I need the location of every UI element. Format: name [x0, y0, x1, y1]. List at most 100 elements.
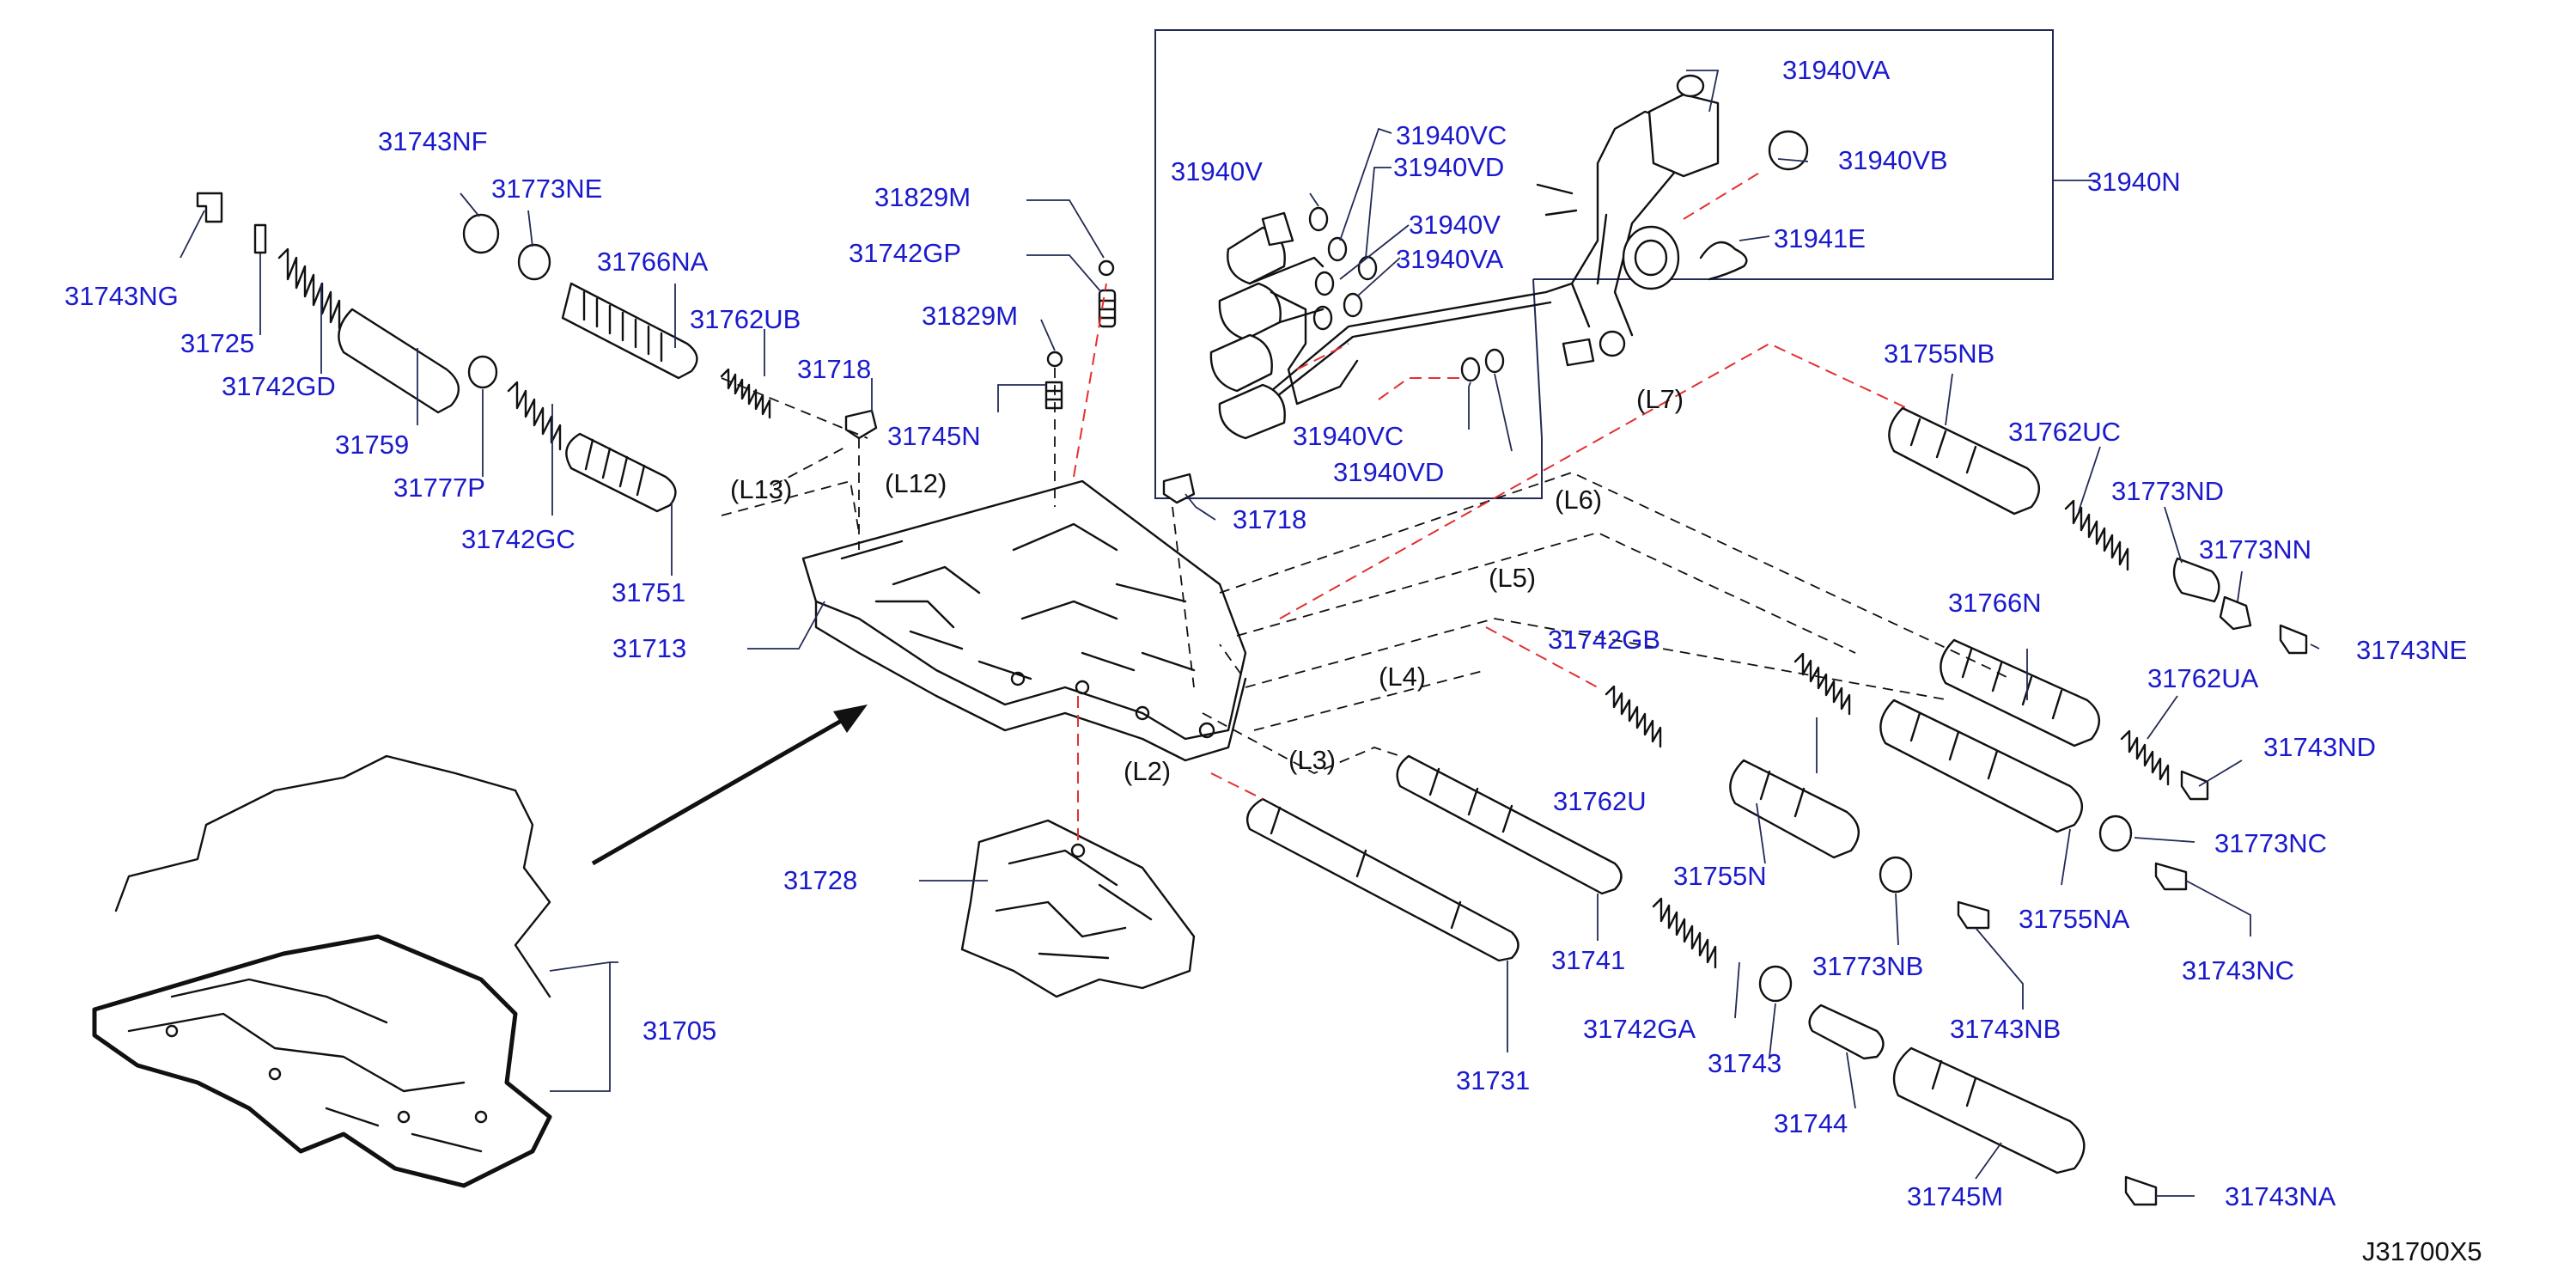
part-label-31725: 31725: [180, 328, 254, 358]
part-label-31762UB: 31762UB: [690, 304, 801, 334]
part-label-31773NC: 31773NC: [2214, 828, 2327, 858]
part-label-31940VD-top: 31940VD: [1393, 152, 1504, 182]
part-label-31751: 31751: [612, 577, 685, 607]
line-label-l2: (L2): [1124, 756, 1171, 786]
hidden-lines-black: [721, 368, 2011, 774]
part-label-31940VA-mid: 31940VA: [1396, 244, 1504, 274]
valve-31731: [1245, 797, 1519, 962]
part-label-31743NC: 31743NC: [2182, 955, 2294, 985]
o-ring-31940VD-bot: [1460, 357, 1481, 382]
solenoid-assembly-box: [1154, 29, 2054, 499]
part-label-31731: 31731: [1456, 1065, 1530, 1095]
pin-31725: [253, 223, 267, 254]
valve-31741: [1396, 754, 1623, 895]
part-label-31713: 31713: [612, 633, 686, 663]
part-label-31755N: 31755N: [1673, 861, 1767, 891]
part-label-31762U: 31762U: [1553, 786, 1647, 816]
spring-31742GB: [1605, 685, 1662, 748]
check-ball-31718-a: [844, 409, 878, 440]
part-label-31744: 31744: [1774, 1108, 1848, 1138]
spring-31762UA: [2120, 729, 2170, 786]
part-number-labels: 31743NF 31773NE 31743NG 31725 31766NA 31…: [64, 55, 2467, 1211]
part-label-31743NF: 31743NF: [378, 126, 488, 156]
part-label-31941E: 31941E: [1774, 223, 1866, 253]
o-ring-31940VB: [1768, 130, 1809, 171]
plug-31743NF: [462, 213, 500, 254]
part-label-31762UA: 31762UA: [2147, 663, 2259, 693]
hidden-lines-red: [1073, 171, 1908, 846]
line-label-l7: (L7): [1636, 384, 1684, 414]
valve-31766NA: [561, 282, 698, 380]
part-label-31718-b: 31718: [1233, 504, 1306, 534]
part-label-31718-a: 31718: [797, 354, 871, 384]
part-label-31742GB: 31742GB: [1548, 625, 1660, 655]
part-label-31755NB: 31755NB: [1884, 339, 1994, 369]
part-label-31940VB: 31940VB: [1838, 145, 1948, 175]
ball-31829M-a: [1098, 259, 1115, 277]
part-label-31755NA: 31755NA: [2019, 904, 2130, 934]
o-ring-31940VC-bot: [1312, 305, 1333, 331]
plug-31773NB: [1879, 856, 1913, 894]
spring-31742GD: [277, 247, 341, 330]
valve-31766N: [1940, 638, 2100, 747]
line-label-l4: (L4): [1379, 662, 1426, 692]
spring-31742GC: [507, 381, 562, 451]
part-label-31777P: 31777P: [393, 473, 485, 503]
retainer-31743NG: [196, 192, 223, 223]
part-label-31742GD: 31742GD: [222, 371, 336, 401]
part-label-31940N: 31940N: [2087, 167, 2181, 197]
part-label-31728: 31728: [783, 865, 857, 895]
retainer-31743NE: [2279, 624, 2308, 655]
part-label-31705: 31705: [642, 1016, 716, 1046]
retainer-31743NA: [2124, 1175, 2158, 1206]
part-label-31773ND: 31773ND: [2111, 476, 2224, 506]
valve-31755NA: [1879, 699, 2083, 833]
part-label-31743: 31743: [1708, 1048, 1781, 1078]
clip-31941E: [1699, 241, 1748, 281]
spring-31762UC: [2064, 499, 2129, 571]
part-label-31743NB: 31743NB: [1950, 1014, 2061, 1044]
plug-31744: [1808, 1004, 1885, 1060]
valve-body-upper: [801, 479, 1247, 762]
part-label-31940VC-bot: 31940VC: [1293, 421, 1404, 451]
part-label-31940VC-top: 31940VC: [1396, 120, 1507, 150]
line-label-l12: (L12): [885, 468, 947, 498]
leader-lines: [180, 70, 2320, 1197]
valve-31755N: [1729, 759, 1860, 859]
part-label-31745M: 31745M: [1907, 1181, 2003, 1211]
part-label-31743NG: 31743NG: [64, 281, 179, 311]
part-label-31743ND: 31743ND: [2263, 732, 2376, 762]
part-label-31741: 31741: [1551, 945, 1625, 975]
retainer-31743NC: [2154, 862, 2188, 891]
part-label-31759: 31759: [335, 430, 409, 460]
part-label-31742GC: 31742GC: [461, 524, 575, 554]
part-label-31743NA: 31743NA: [2225, 1181, 2336, 1211]
part-label-31745N: 31745N: [887, 421, 981, 451]
part-label-31940VA-top: 31940VA: [1782, 55, 1891, 85]
spring-31762UB: [720, 368, 771, 419]
spring-31762U: [1793, 652, 1851, 716]
o-ring-31940V-mid: [1314, 271, 1335, 296]
valve-31751: [565, 432, 677, 513]
plug-31773ND: [2172, 557, 2220, 603]
assembly-arrow: [591, 705, 868, 866]
o-ring-31940V: [1308, 206, 1329, 232]
line-labels: (L2) (L3) (L4) (L5) (L6) (L7) (L12) (L13…: [730, 384, 1684, 786]
part-label-31829M-a: 31829M: [874, 182, 971, 212]
separator-plate: [960, 819, 1196, 998]
valve-31745M: [1892, 1046, 2086, 1174]
valve-body-lower: [92, 754, 552, 1188]
spring-31742GP: [1098, 289, 1117, 328]
part-label-31743NE: 31743NE: [2356, 635, 2467, 665]
o-ring-31940VD-top: [1357, 255, 1378, 281]
part-label-31742GA: 31742GA: [1583, 1014, 1696, 1044]
retainer-31743NB: [1957, 900, 1990, 930]
part-label-31940VD-bot: 31940VD: [1333, 457, 1444, 487]
solenoid-valve-assembly: [1209, 74, 1809, 440]
part-label-31773NE: 31773NE: [491, 174, 602, 204]
part-label-31940V-left: 31940V: [1171, 156, 1263, 186]
plug-31773NC: [2098, 814, 2133, 852]
valve-31755NB: [1888, 406, 2040, 515]
part-label-31773NB: 31773NB: [1812, 951, 1923, 981]
part-label-31940V-mid: 31940V: [1409, 210, 1501, 240]
